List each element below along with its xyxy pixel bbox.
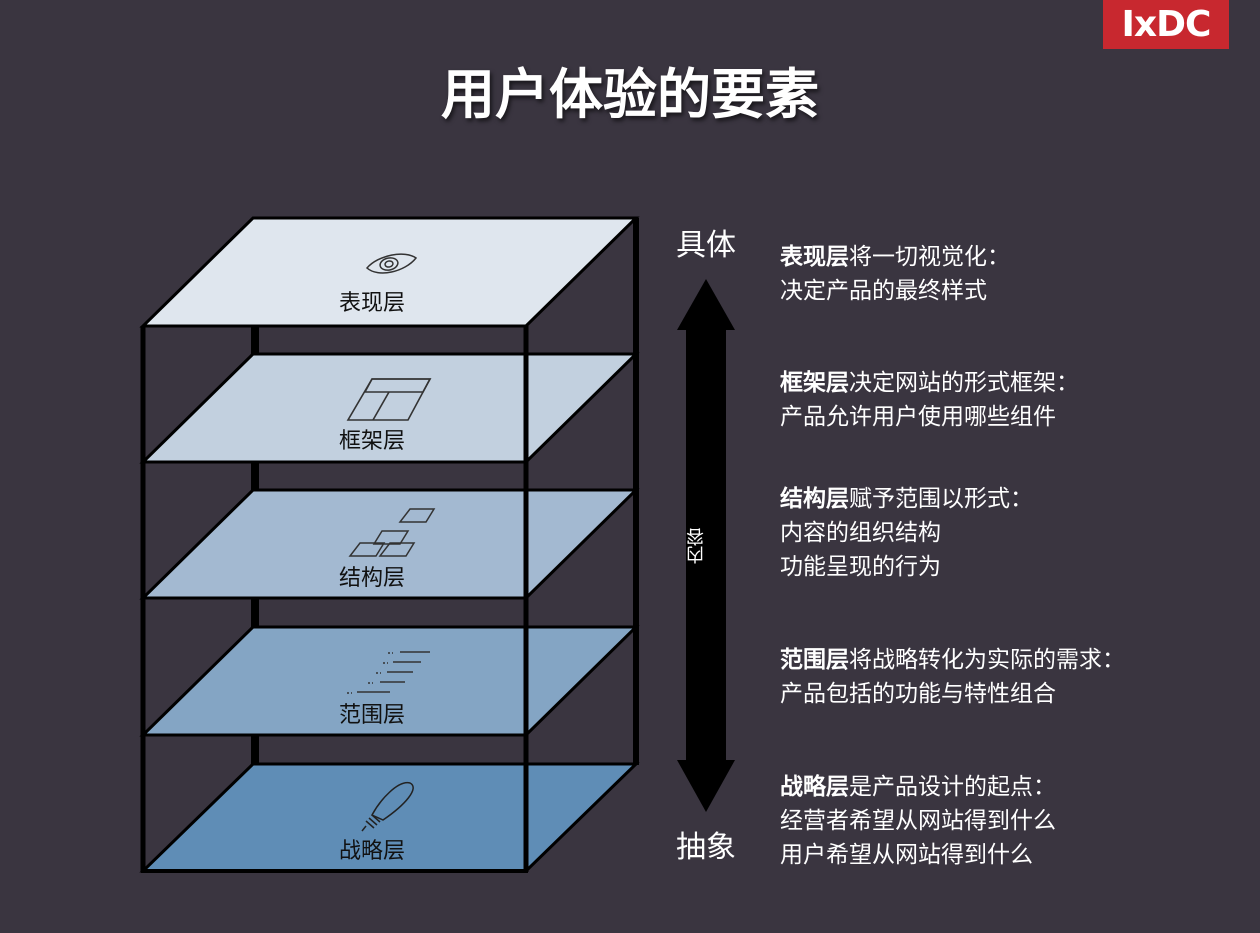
desc-strategy: 战略层是产品设计的起点： 经营者希望从网站得到什么 用户希望从网站得到什么 — [780, 770, 1056, 872]
desc-line: 决定网站的形式框架： — [849, 370, 1079, 396]
abstract-label: 抽象 — [676, 830, 736, 865]
desc-line: 决定产品的最终样式 — [780, 278, 987, 304]
list-icon — [347, 651, 430, 694]
layer-label-presentation: 表现层 — [338, 291, 405, 316]
desc-head: 框架层 — [780, 370, 849, 396]
desc-head: 战略层 — [780, 774, 849, 800]
layer-label-scope: 范围层 — [338, 703, 405, 728]
ixdc-logo: IxDC — [1103, 0, 1229, 49]
desc-line: 功能呈现的行为 — [780, 554, 941, 580]
layer-label-skeleton: 框架层 — [338, 429, 405, 454]
desc-line: 将一切视觉化： — [849, 244, 1010, 270]
desc-head: 范围层 — [780, 647, 849, 673]
lightbulb-icon — [361, 782, 414, 832]
page-title: 用户体验的要素 — [441, 63, 819, 126]
abstract-concrete-arrow — [677, 279, 735, 812]
desc-line: 赋予范围以形式： — [849, 486, 1033, 512]
desc-presentation: 表现层将一切视觉化： 决定产品的最终样式 — [780, 240, 1010, 308]
desc-line: 是产品设计的起点： — [849, 774, 1056, 800]
concrete-label: 具体 — [676, 228, 736, 263]
layer-label-structure: 结构层 — [338, 566, 405, 591]
eye-icon — [365, 253, 418, 274]
desc-head: 结构层 — [780, 486, 849, 512]
desc-line: 将战略转化为实际的需求： — [849, 647, 1125, 673]
desc-head: 表现层 — [780, 244, 849, 270]
desc-skeleton: 框架层决定网站的形式框架： 产品允许用户使用哪些组件 — [780, 366, 1079, 434]
desc-line: 产品包括的功能与特性组合 — [780, 681, 1056, 707]
desc-scope: 范围层将战略转化为实际的需求： 产品包括的功能与特性组合 — [780, 643, 1125, 711]
content-label: 内容 — [686, 528, 707, 564]
front-posts — [140, 326, 529, 873]
desc-structure: 结构层赋予范围以形式： 内容的组织结构 功能呈现的行为 — [780, 482, 1033, 584]
sitemap-icon — [348, 508, 436, 557]
desc-line: 内容的组织结构 — [780, 520, 941, 546]
desc-line: 经营者希望从网站得到什么 — [780, 808, 1056, 834]
layer-label-strategy: 战略层 — [338, 839, 405, 864]
wireframe-icon — [346, 378, 432, 421]
desc-line: 用户希望从网站得到什么 — [780, 842, 1033, 868]
desc-line: 产品允许用户使用哪些组件 — [780, 404, 1056, 430]
